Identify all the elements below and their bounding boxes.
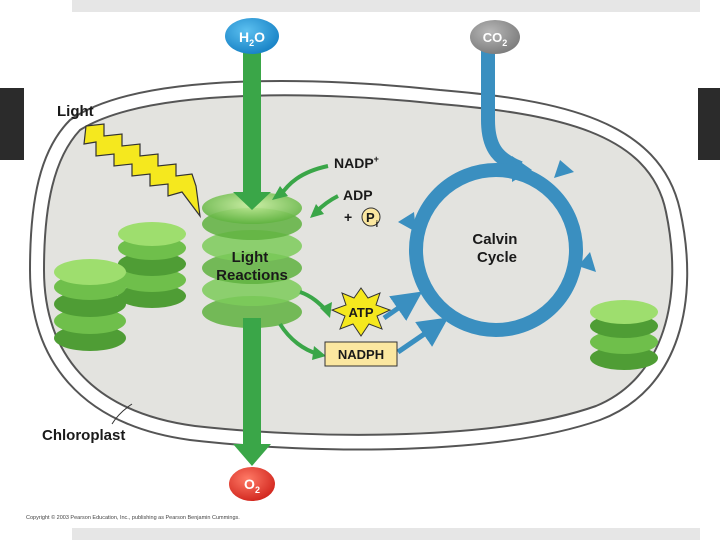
light-reactions-granum	[202, 192, 302, 328]
nadph-to-cycle-arrow	[396, 317, 449, 355]
atp-star	[330, 287, 392, 337]
chloroplast-pointer	[111, 403, 133, 425]
water-flow-arrow	[233, 52, 271, 466]
h2o-node	[225, 18, 279, 54]
nadph-label: NADPH	[338, 347, 384, 362]
co2-node	[470, 20, 520, 54]
h2o-label: H2O	[239, 29, 265, 48]
chloroplast-label: Chloroplast	[42, 427, 125, 444]
copyright-text: Copyright © 2003 Pearson Education, Inc.…	[26, 515, 240, 521]
granum-left-front	[54, 259, 126, 351]
granum-right	[590, 300, 658, 370]
adp-label: ADP	[343, 187, 373, 203]
output-arrows	[278, 290, 332, 360]
light-reactions-label: Light Reactions	[216, 249, 288, 284]
input-arrows	[272, 164, 339, 218]
lightning-bolt-icon	[83, 123, 201, 219]
slide-top-bar	[72, 0, 700, 12]
plus-label: +	[344, 209, 352, 225]
co2-label: CO2	[483, 30, 508, 48]
o2-node	[229, 467, 275, 501]
left-side-tab	[0, 88, 24, 160]
atp-label: ATP	[348, 305, 373, 320]
right-side-tab	[698, 88, 720, 160]
slide-bottom-bar	[72, 528, 700, 540]
granum-left-back	[118, 222, 186, 308]
nadph-box	[324, 341, 398, 367]
nadp-label: NADP+	[334, 154, 379, 171]
calvin-cycle-ring	[398, 160, 596, 337]
o2-label: O2	[244, 476, 260, 495]
pi-label: Pi	[366, 210, 378, 229]
light-label: Light	[57, 103, 94, 120]
phosphate-circle	[361, 207, 381, 227]
atp-to-cycle-arrow	[382, 291, 423, 321]
calvin-cycle-label: Calvin Cycle	[472, 231, 521, 266]
